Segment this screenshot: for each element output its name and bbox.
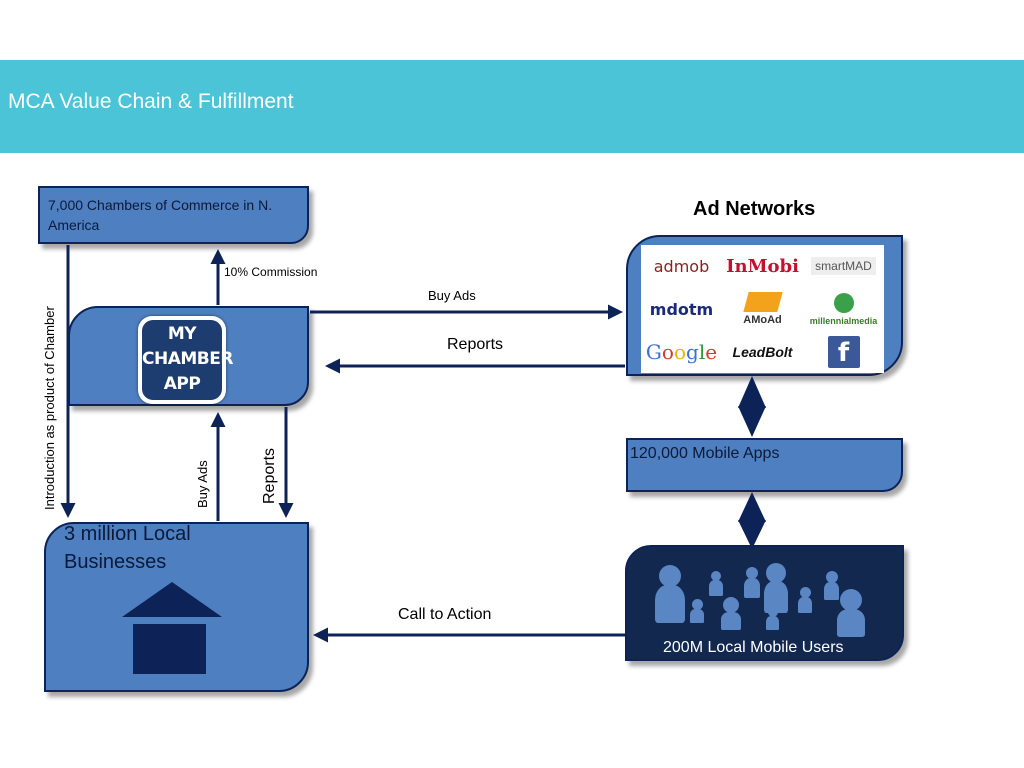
facebook-logo: f [827,336,860,368]
slide-title: MCA Value Chain & Fulfillment [8,90,294,113]
commission-label: 10% Commission [224,265,318,279]
millennial-logo-text: millennialmedia [809,315,878,326]
reports-left-label: Reports [261,447,278,504]
call-to-action-label: Call to Action [398,606,492,623]
reports-top-label: Reports [447,336,504,353]
app-icon-line1: MY [167,324,197,344]
amoad-logo-text: AMoAd [743,314,782,326]
mobile-apps-box: 120,000 Mobile Apps [626,438,903,492]
admob-logo: admob [653,256,710,276]
my-chamber-app-icon: MY CHAMBER APP [138,316,233,404]
local-businesses-label: 3 million Local Businesses [64,523,191,573]
mobile-users-box: 200M Local Mobile Users [625,545,904,661]
mdotm-logo: mdotm [649,299,714,319]
leadbolt-logo: LeadBolt [732,344,793,360]
amoad-mark-icon [742,292,783,312]
mobile-apps-label: 120,000 Mobile Apps [630,445,780,462]
smartmad-logo: smartMAD [811,257,876,275]
amoad-logo: AMoAd [722,287,803,331]
adnetworks-apps-double-arrow [738,376,766,437]
chambers-label: 7,000 Chambers of Commerce in N. America [48,197,273,233]
buy-ads-left-label: Buy Ads [195,460,210,508]
apps-users-double-arrow [738,492,766,549]
ad-networks-heading: Ad Networks [693,198,816,220]
app-icon-line2: CHAMBER [142,349,233,369]
buy-ads-top-label: Buy Ads [428,288,476,303]
inmobi-logo: InMobi [726,255,799,277]
app-icon-line3: APP [163,374,201,394]
millennial-mark-icon [833,292,854,313]
millennial-logo: millennialmedia [803,287,884,331]
title-band [0,60,1024,153]
chambers-box: 7,000 Chambers of Commerce in N. America [38,186,309,244]
mobile-users-label: 200M Local Mobile Users [663,639,844,656]
house-roof-icon [122,582,222,617]
introduction-label: Introduction as product of Chamber [42,306,57,510]
ad-network-logos: admob InMobi smartMAD mdotm AMoAd millen… [641,245,884,373]
house-icon [133,624,206,674]
